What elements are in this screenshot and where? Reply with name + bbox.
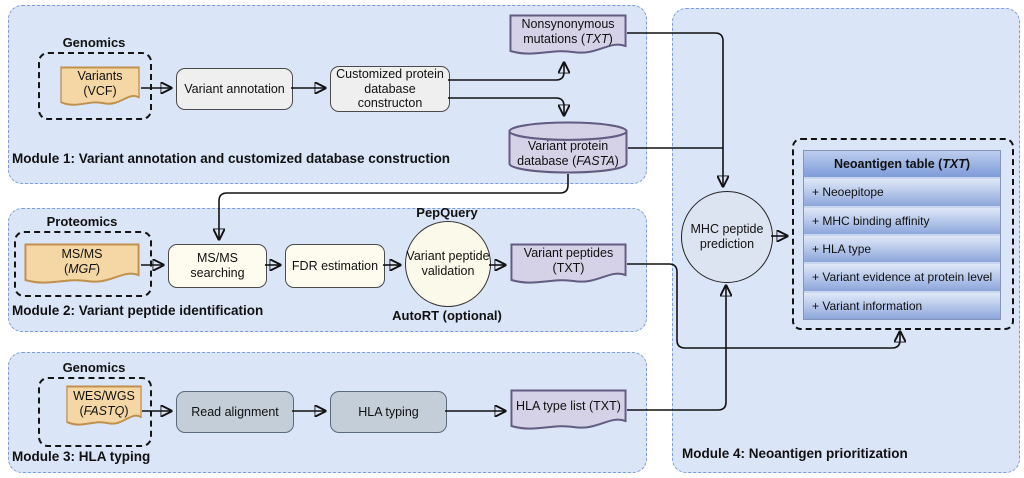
module2-proteomics-group [14, 231, 152, 297]
variant-peptides-document: Variant peptides (TXT) [510, 243, 627, 287]
pepquery-label: PepQuery [416, 205, 478, 220]
document-shape [509, 14, 627, 55]
variant-protein-database-cylinder: Variant protein database (FASTA) [508, 121, 628, 174]
table-row: + MHC binding affinity [804, 207, 1000, 234]
variant-peptides-label: Variant peptides (TXT) [523, 245, 614, 275]
table-row: + Variant evidence at protein level [804, 264, 1000, 291]
document-shape [510, 389, 627, 430]
wes-wgs-document: WES/WGS (FASTQ) [66, 385, 142, 429]
nonsynonymous-mutations-label: Nonsynonymous mutations (TXT) [521, 16, 615, 46]
fdr-estimation-label: FDR estimation [291, 258, 379, 273]
table-row: + Variant information [804, 292, 1000, 319]
module1-genomics-group [38, 52, 152, 120]
custom-db-label-line2: database constructon [357, 81, 423, 111]
module2-proteomics-label: Proteomics [46, 214, 118, 229]
document-shape [60, 66, 140, 106]
msms-mgf-document: MS/MS (MGF) [24, 243, 140, 287]
msms-searching-label: MS/MS searching [190, 251, 245, 280]
custom-db-label-line1: Customized protein [336, 66, 444, 81]
wes-wgs-label: WES/WGS (FASTQ) [73, 388, 135, 418]
variant-peptide-validation-circle: Variant peptide validation [405, 221, 491, 307]
read-alignment-step: Read alignment [176, 391, 294, 433]
mhc-prediction-label-line1: MHC peptide [690, 222, 764, 237]
module1-genomics-label: Genomics [62, 35, 126, 50]
module3-genomics-group [38, 377, 152, 447]
hla-type-list-label: HLA type list (TXT) [516, 399, 621, 414]
module2-title: Module 2: Variant peptide identification [12, 303, 264, 318]
custom-db-construction-step: Customized protein database constructon [330, 66, 450, 112]
module1-title: Module 1: Variant annotation and customi… [12, 151, 451, 166]
hla-typing-step: HLA typing [330, 391, 447, 433]
module3-title: Module 3: HLA typing [12, 449, 151, 464]
document-shape [66, 385, 142, 426]
hla-type-list-document: HLA type list (TXT) [510, 389, 627, 433]
neoantigen-table-header: Neoantigen table (TXT) [804, 151, 1000, 178]
nonsynonymous-mutations-document: Nonsynonymous mutations (TXT) [509, 14, 627, 58]
table-row: + Neoepitope [804, 179, 1000, 206]
document-shape [510, 243, 627, 284]
module4-title: Module 4: Neoantigen prioritization [682, 446, 908, 461]
mhc-peptide-prediction-circle: MHC peptide prediction [681, 191, 773, 283]
fdr-estimation-step: FDR estimation [285, 244, 385, 288]
variant-protein-database-label: Variant protein database (FASTA) [517, 139, 619, 168]
neoantigen-table: Neoantigen table (TXT) + Neoepitope + MH… [803, 150, 1001, 320]
msms-searching-step: MS/MS searching [168, 244, 267, 288]
variants-vcf-label: Variants (VCF) [77, 69, 123, 98]
autort-label: AutoRT (optional) [392, 308, 502, 323]
hla-typing-label: HLA typing [358, 404, 419, 419]
validation-label-line1: Variant peptide [406, 249, 490, 264]
document-shape [24, 243, 140, 284]
mhc-prediction-label-line2: prediction [699, 237, 755, 251]
msms-mgf-label: MS/MS (MGF) [61, 246, 103, 276]
neoantigen-table-group [792, 138, 1014, 330]
cylinder-shape [508, 121, 628, 174]
variant-annotation-step: Variant annotation [176, 68, 293, 110]
module3-genomics-label: Genomics [62, 360, 126, 375]
variant-annotation-label: Variant annotation [184, 81, 285, 96]
variants-vcf-document: Variants (VCF) [60, 66, 140, 109]
table-row: + HLA type [804, 235, 1000, 263]
validation-label-line2: validation [421, 264, 475, 278]
read-alignment-label: Read alignment [191, 404, 279, 419]
